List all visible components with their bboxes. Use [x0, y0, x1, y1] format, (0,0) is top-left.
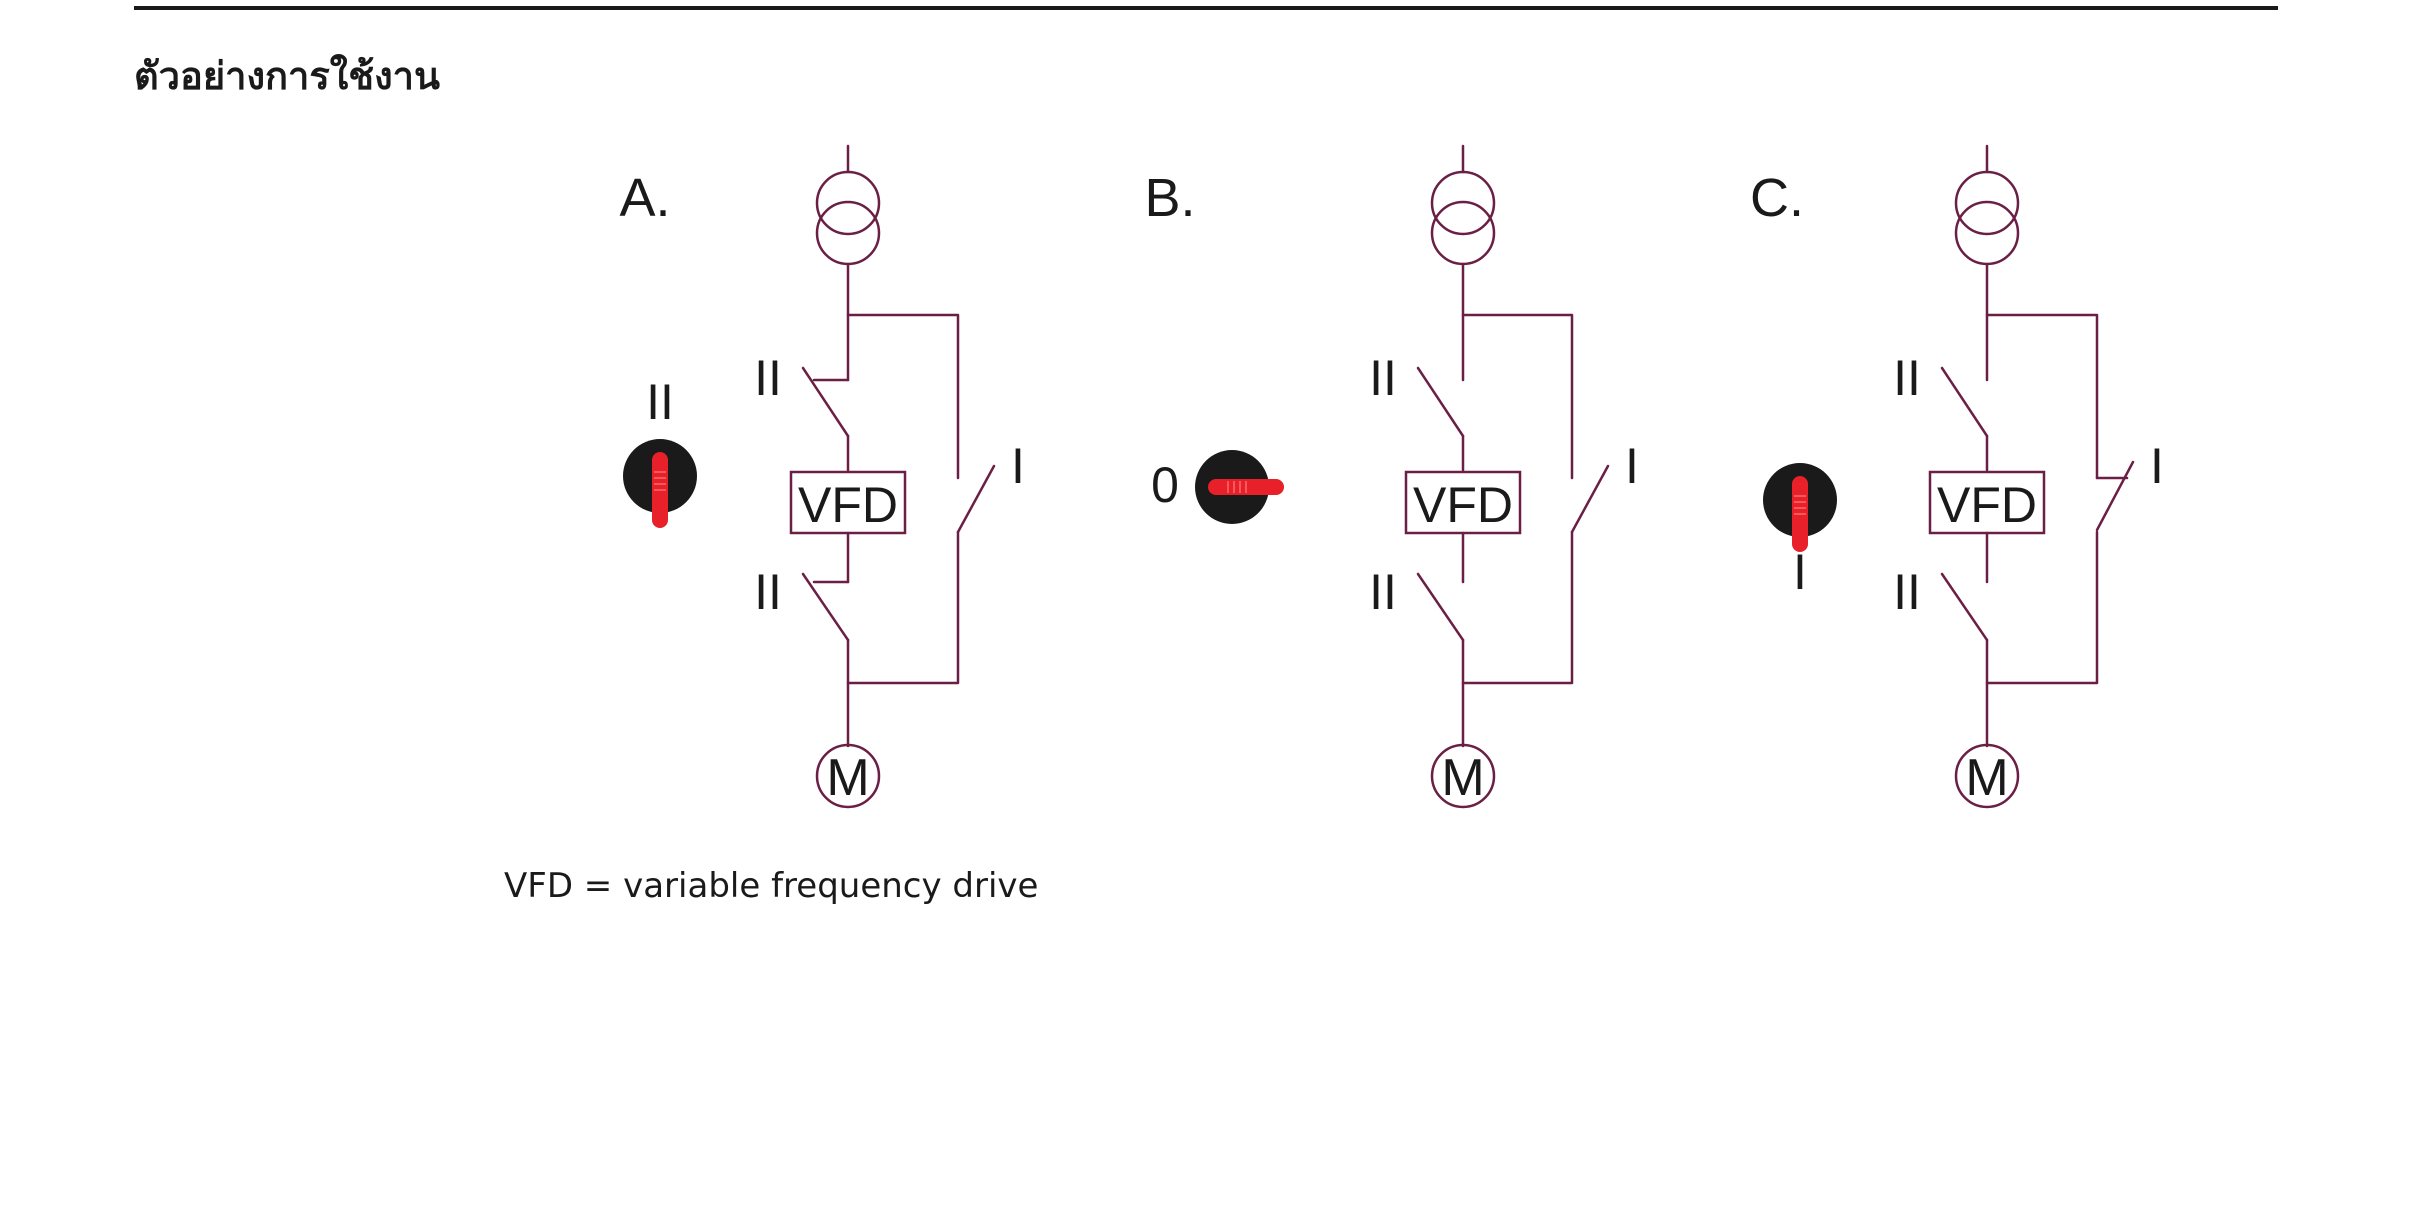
- drive-label: VFD: [798, 477, 898, 533]
- contact-top-blade: [1940, 366, 1989, 438]
- bypass-contact-label: I: [1625, 438, 1639, 494]
- selector-position-label: I: [1793, 544, 1807, 600]
- contact-bottom-blade: [1940, 572, 1989, 642]
- transformer-winding-upper: [815, 170, 881, 236]
- contact-top-label: II: [754, 350, 782, 406]
- contact-bottom-label: II: [1369, 564, 1397, 620]
- motor-circle: [1954, 743, 2020, 809]
- selector-position-label: 0: [1151, 457, 1179, 513]
- panel-letter: A.: [619, 168, 670, 228]
- contact-bottom-blade: [801, 572, 850, 642]
- top-rule: [134, 6, 2278, 10]
- panel-letter: B.: [1144, 168, 1195, 228]
- bypass-contact-label: I: [2150, 438, 2164, 494]
- bypass-contact-blade: [2095, 460, 2135, 532]
- selector-knob: [1195, 450, 1284, 524]
- panel-letter: C.: [1750, 168, 1804, 228]
- motor-circle: [815, 743, 881, 809]
- bypass-line-lower: [1985, 530, 2099, 685]
- drive-label: VFD: [1937, 477, 2037, 533]
- footnote: VFD = variable frequency drive: [504, 866, 1039, 906]
- bypass-line-upper: [846, 313, 960, 480]
- bypass-line-lower: [846, 530, 960, 685]
- bypass-line-upper: [1985, 313, 2099, 480]
- bypass-contact-label: I: [1011, 438, 1025, 494]
- contact-bottom-blade: [1416, 572, 1465, 642]
- motor-label: M: [1441, 749, 1484, 807]
- contact-top-blade: [1416, 366, 1465, 438]
- selector-knob: [1763, 463, 1837, 552]
- bypass-line-lower: [1461, 530, 1574, 685]
- contact-top-blade: [801, 366, 850, 438]
- drive-label: VFD: [1413, 477, 1513, 533]
- contact-top-label: II: [1369, 350, 1397, 406]
- selector-position-label: II: [646, 374, 674, 430]
- transformer-winding-upper: [1430, 170, 1496, 236]
- motor-label: M: [1965, 749, 2008, 807]
- motor-label: M: [826, 749, 869, 807]
- motor-circle: [1430, 743, 1496, 809]
- contact-bottom-label: II: [1893, 564, 1921, 620]
- contact-bottom-label: II: [754, 564, 782, 620]
- bypass-line-upper: [1461, 313, 1574, 480]
- selector-knob: [623, 439, 697, 528]
- bypass-contact-blade: [1570, 464, 1610, 534]
- page-title: ตัวอย่างการใช้งาน: [134, 54, 440, 98]
- transformer-winding-upper: [1954, 170, 2020, 236]
- contact-top-label: II: [1893, 350, 1921, 406]
- bypass-contact-blade: [956, 464, 996, 534]
